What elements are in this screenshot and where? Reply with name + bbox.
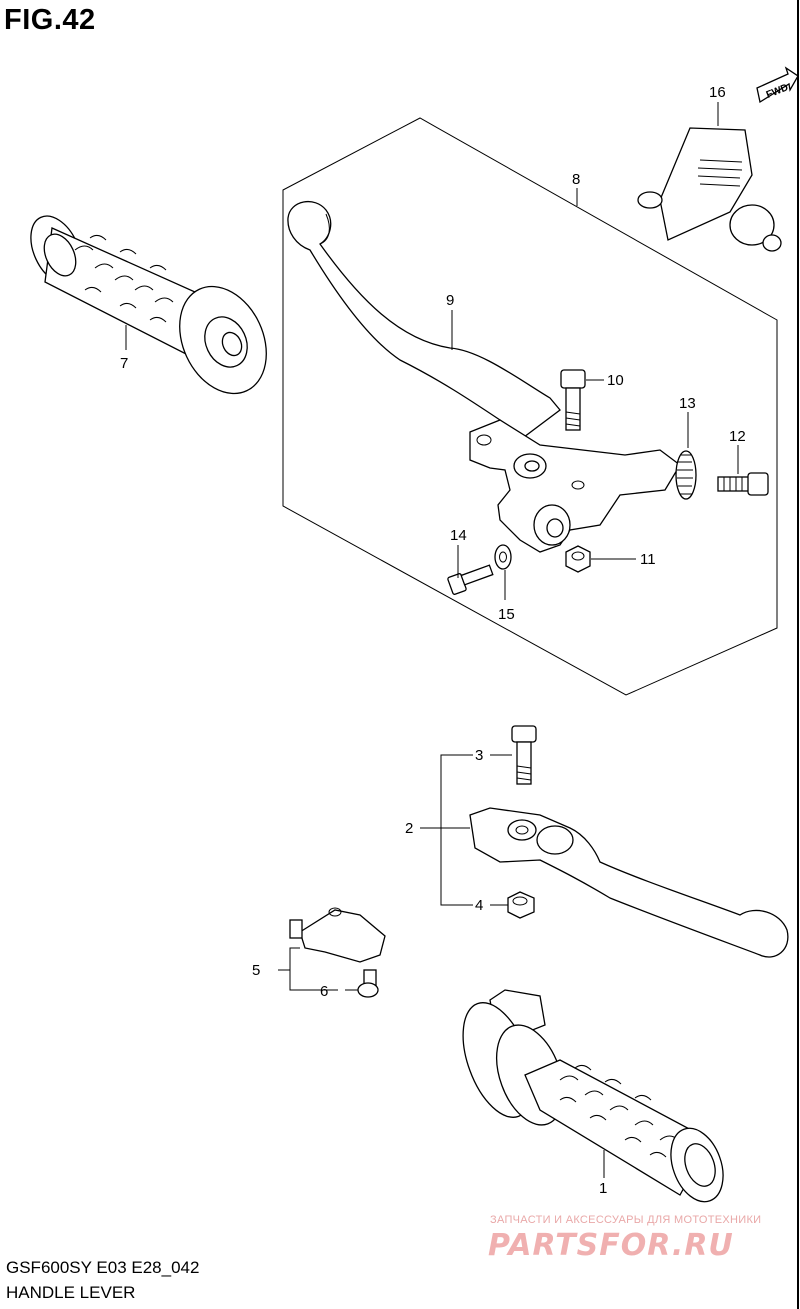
part-6-screw[interactable] <box>357 969 379 998</box>
part-14-bolt[interactable] <box>447 564 494 595</box>
callout-13: 13 <box>679 395 696 412</box>
watermark-tagline: ЗАПЧАСТИ И АКСЕССУАРЫ ДЛЯ МОТОТЕХНИКИ <box>490 1214 762 1226</box>
assembly-outline-8 <box>282 117 778 696</box>
figure-title: FIG.42 <box>4 4 96 36</box>
part-7-grip-left[interactable] <box>21 208 283 408</box>
callout-4: 4 <box>475 897 483 914</box>
part-12-screw[interactable] <box>717 472 769 496</box>
part-15-washer[interactable] <box>494 544 512 570</box>
part-10-pivot-bolt[interactable] <box>560 369 586 431</box>
callout-7: 7 <box>120 355 128 372</box>
part-16-switch-cover[interactable] <box>637 127 782 252</box>
callout-16: 16 <box>709 84 726 101</box>
part-5-brake-switch[interactable] <box>289 907 386 963</box>
part-2-brake-lever[interactable] <box>469 807 789 958</box>
model-code: GSF600SY E03 E28_042 <box>6 1258 200 1277</box>
callout-1: 1 <box>599 1180 607 1197</box>
callout-9: 9 <box>446 292 454 309</box>
callout-6: 6 <box>320 983 328 1000</box>
callout-15: 15 <box>498 606 515 623</box>
callout-2: 2 <box>405 820 413 837</box>
fwd-arrow-icon: FWD <box>756 66 799 104</box>
section-name: HANDLE LEVER <box>6 1283 136 1302</box>
part-11-nut[interactable] <box>565 545 591 573</box>
callout-11: 11 <box>640 551 656 568</box>
callout-10: 10 <box>607 372 624 389</box>
frame-border <box>797 0 799 1309</box>
callout-12: 12 <box>729 428 746 445</box>
callout-5: 5 <box>252 962 260 979</box>
watermark-logo: PARTSFOR.RU <box>488 1228 734 1263</box>
clutch-lever-holder[interactable] <box>469 419 681 553</box>
part-3-pivot-bolt[interactable] <box>511 725 537 785</box>
part-4-nut[interactable] <box>507 891 535 919</box>
part-13-adjuster[interactable] <box>675 450 697 500</box>
callout-3: 3 <box>475 747 483 764</box>
part-1-throttle-grip[interactable] <box>449 989 732 1209</box>
callout-8: 8 <box>572 171 580 188</box>
part-9-clutch-lever[interactable] <box>287 200 561 441</box>
callout-14: 14 <box>450 527 467 544</box>
